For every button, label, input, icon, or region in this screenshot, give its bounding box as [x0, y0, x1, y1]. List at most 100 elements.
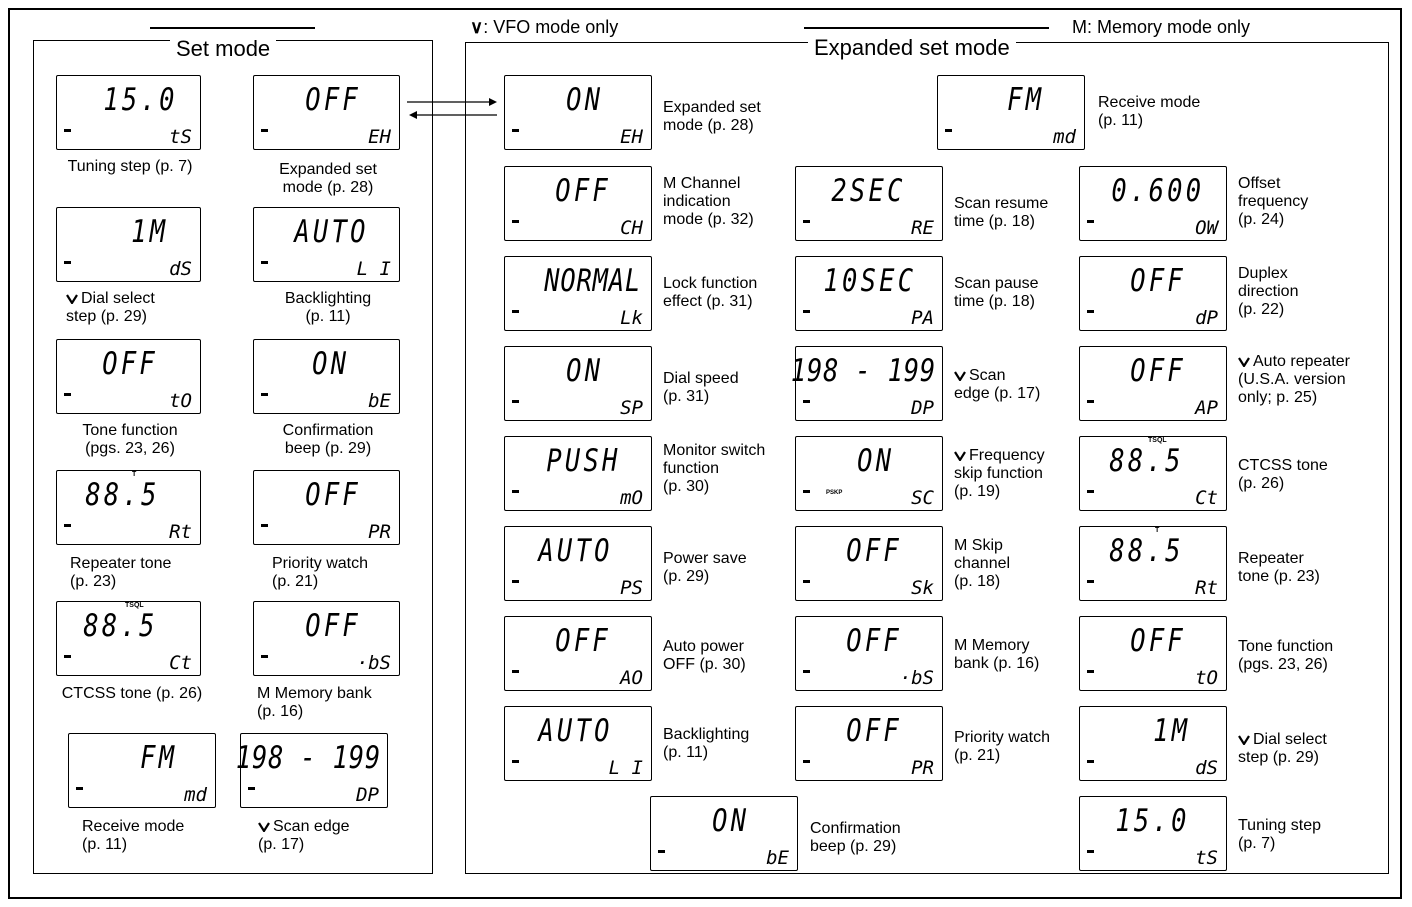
lcd-code: tO — [169, 390, 192, 412]
lcd-dot — [512, 220, 519, 223]
label-text: Dial select step (p. 29) — [66, 290, 155, 325]
label-scan-pause: Scan pause time (p. 18) — [954, 275, 1039, 310]
lcd-dot — [658, 850, 665, 853]
label-text: Scan edge (p. 17) — [258, 818, 350, 853]
lcd-code: PR — [911, 757, 934, 779]
lcd-priority-watch-ex: OFF PR — [795, 706, 943, 781]
lcd-value: OFF — [305, 608, 361, 644]
lcd-dot — [512, 129, 519, 132]
lcd-code: Ct — [169, 652, 192, 674]
lcd-tone-function: OFF tO — [56, 339, 201, 414]
lcd-dot — [1087, 490, 1094, 493]
lcd-value: 1M — [1152, 713, 1190, 749]
lcd-value: OFF — [846, 713, 902, 749]
lcd-indicator: T — [132, 471, 137, 478]
lcd-value: AUTO — [294, 214, 369, 250]
label-ctcss-tone: CTCSS tone (p. 26) — [61, 685, 203, 702]
lcd-dot — [512, 310, 519, 313]
lcd-dot — [512, 490, 519, 493]
lcd-code: AO — [620, 667, 643, 689]
lcd-code: SC — [911, 487, 934, 509]
lcd-value: AUTO — [538, 533, 613, 569]
label-backlighting: Backlighting (p. 11) — [284, 290, 372, 325]
lcd-code: dP — [1195, 307, 1218, 329]
lcd-dot — [512, 580, 519, 583]
label-receive-mode: Receive mode (p. 11) — [82, 818, 185, 853]
label-skip-channel: M Skip channel (p. 18) — [954, 537, 1011, 590]
lcd-code: DP — [911, 397, 934, 419]
lcd-code: EH — [620, 126, 643, 148]
lcd-dot — [261, 393, 268, 396]
lcd-dot — [512, 400, 519, 403]
lcd-code: bE — [766, 847, 789, 869]
memory-legend-text: : Memory mode only — [1087, 17, 1251, 37]
lcd-dot — [1087, 310, 1094, 313]
label-text: Frequency skip function (p. 19) — [954, 447, 1045, 500]
lcd-value: OFF — [1130, 263, 1186, 299]
lcd-dot — [64, 655, 71, 658]
lcd-value: 88.5 — [1109, 533, 1184, 569]
lcd-code: AP — [1195, 397, 1218, 419]
label-lock-effect: Lock function effect (p. 31) — [663, 275, 758, 310]
label-duplex-direction: Duplex direction (p. 22) — [1238, 265, 1299, 318]
lcd-code: EH — [368, 126, 391, 148]
lcd-code: PS — [620, 577, 643, 599]
lcd-code: Lk — [620, 307, 643, 329]
vfo-only-icon — [1238, 735, 1250, 745]
memory-symbol: M — [1072, 17, 1087, 37]
label-receive-mode-ex: Receive mode (p. 11) — [1098, 94, 1201, 129]
lcd-duplex-direction: OFF dP — [1079, 256, 1227, 331]
label-auto-power-off: Auto power OFF (p. 30) — [663, 638, 746, 673]
lcd-indicator: T — [1155, 527, 1160, 534]
lcd-value: FM — [1006, 82, 1044, 118]
lcd-value: ON — [565, 82, 603, 118]
lcd-value: OFF — [846, 623, 902, 659]
label-ctcss-tone-ex: CTCSS tone (p. 26) — [1238, 457, 1328, 492]
label-offset-frequency: Offset frequency (p. 24) — [1238, 175, 1309, 228]
lcd-value: OFF — [1130, 623, 1186, 659]
lcd-dot — [64, 524, 71, 527]
lcd-value: OFF — [102, 346, 158, 382]
label-tone-function-ex: Tone function (pgs. 23, 26) — [1238, 638, 1334, 673]
vfo-only-icon — [66, 294, 78, 304]
lcd-code: CH — [620, 217, 643, 239]
lcd-code: md — [1053, 126, 1076, 148]
lcd-value: ON — [856, 443, 894, 479]
vfo-only-icon — [954, 371, 966, 381]
lcd-value: 88.5 — [1109, 443, 1184, 479]
lcd-dot — [1087, 850, 1094, 853]
label-memory-bank-ex: M Memory bank (p. 16) — [954, 637, 1040, 672]
lcd-expanded-on: ON EH — [504, 75, 652, 150]
label-dial-speed: Dial speed (p. 31) — [663, 370, 739, 405]
lcd-dot — [1087, 400, 1094, 403]
lcd-value: OFF — [846, 533, 902, 569]
vfo-legend: ∨: VFO mode only — [470, 17, 618, 37]
label-scan-resume: Scan resume time (p. 18) — [954, 195, 1049, 230]
label-confirmation-beep-ex: Confirmation beep (p. 29) — [810, 820, 901, 855]
lcd-dot — [803, 310, 810, 313]
lcd-dot — [1087, 760, 1094, 763]
label-monitor-switch: Monitor switch function (p. 30) — [663, 442, 766, 495]
vfo-only-icon — [954, 451, 966, 461]
lcd-code: tS — [1195, 847, 1218, 869]
lcd-value: 15.0 — [1115, 803, 1190, 839]
lcd-dot — [1087, 670, 1094, 673]
lcd-indicator: TSQL — [125, 602, 144, 609]
lcd-code: OW — [1195, 217, 1218, 239]
lcd-value: ON — [711, 803, 749, 839]
